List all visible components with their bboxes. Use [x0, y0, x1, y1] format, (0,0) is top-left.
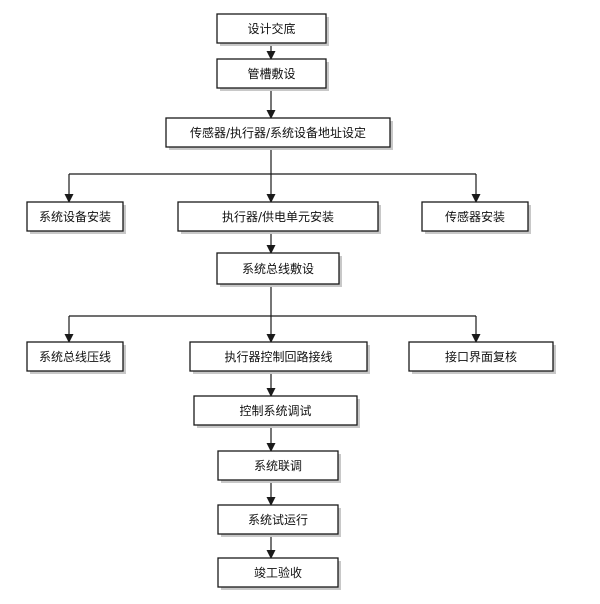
node-design-handover-label: 设计交底 — [247, 21, 295, 36]
node-interface-review-label: 接口界面复核 — [445, 349, 517, 364]
node-system-device-install-label: 系统设备安装 — [39, 209, 111, 224]
node-acceptance-label: 竣工验收 — [254, 565, 302, 580]
node-control-debug-label: 控制系统调试 — [239, 403, 311, 418]
node-sensor-install-label: 传感器安装 — [445, 209, 505, 224]
node-trial-run: 系统试运行 — [217, 504, 341, 537]
node-acceptance: 竣工验收 — [217, 557, 341, 590]
node-bus-laying-label: 系统总线敷设 — [242, 261, 314, 276]
edges — [64, 44, 481, 559]
node-actuator-control-wiring: 执行器控制回路接线 — [189, 341, 370, 374]
node-design-handover: 设计交底 — [216, 13, 329, 46]
node-system-device-install: 系统设备安装 — [26, 201, 126, 234]
node-bus-crimping: 系统总线压线 — [26, 341, 126, 374]
node-joint-debug-label: 系统联调 — [254, 459, 302, 473]
node-interface-review: 接口界面复核 — [408, 341, 556, 374]
node-address-setting: 传感器/执行器/系统设备地址设定 — [165, 117, 393, 150]
node-control-debug: 控制系统调试 — [193, 395, 360, 428]
node-address-setting-label: 传感器/执行器/系统设备地址设定 — [190, 125, 366, 140]
node-actuator-control-wiring-label: 执行器控制回路接线 — [224, 349, 332, 364]
node-trial-run-label: 系统试运行 — [248, 512, 308, 527]
node-pipe-laying-label: 管槽敷设 — [247, 66, 295, 81]
node-joint-debug: 系统联调 — [217, 450, 341, 483]
node-pipe-laying: 管槽敷设 — [216, 58, 329, 91]
node-sensor-install: 传感器安装 — [421, 201, 531, 234]
node-actuator-power-install-label: 执行器/供电单元安装 — [222, 209, 334, 224]
node-actuator-power-install: 执行器/供电单元安装 — [177, 201, 381, 234]
node-bus-laying: 系统总线敷设 — [216, 252, 342, 287]
node-bus-crimping-label: 系统总线压线 — [39, 350, 111, 364]
